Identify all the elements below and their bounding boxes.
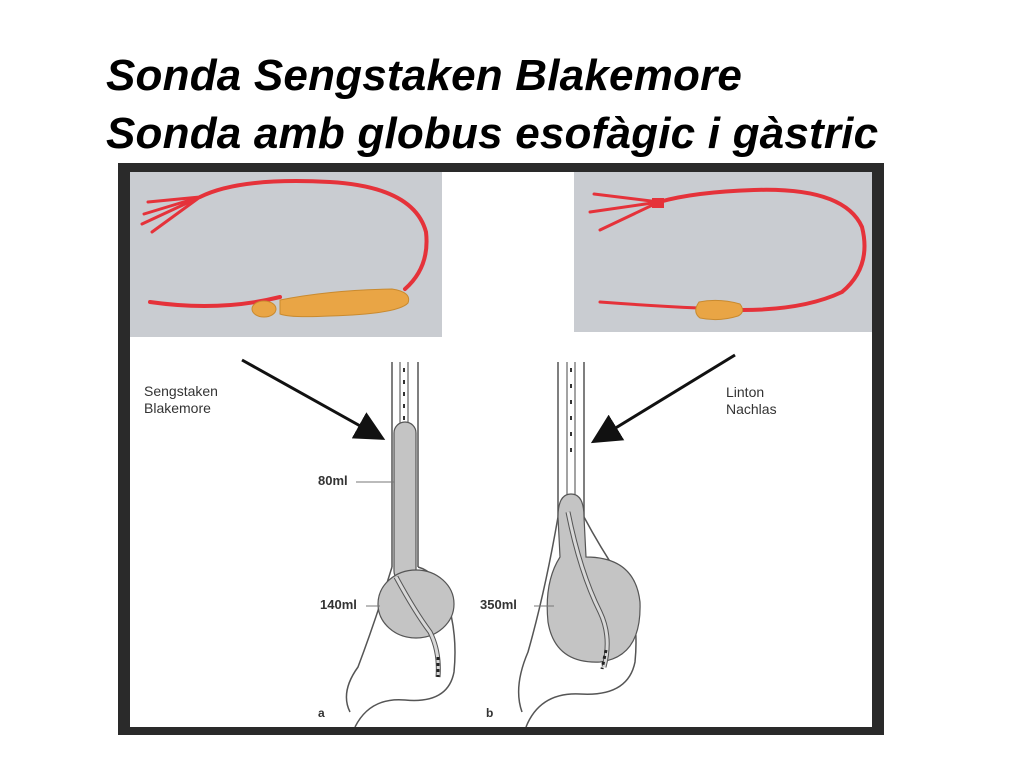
slide-title-line-1: Sonda Sengstaken Blakemore [106,51,743,100]
anatomy-diagram [241,353,736,727]
linton-nachlas-photo [574,172,872,332]
figure-frame: Sengstaken Blakemore Linton Nachlas 80ml… [118,163,884,735]
sengstaken-label: Sengstaken Blakemore [144,383,218,417]
arrow-left [241,358,386,440]
panel-label-a: a [318,706,325,720]
diagram-b [517,362,641,727]
sengstaken-tube [140,179,429,308]
linton-balloon [695,299,744,321]
sengstaken-blakemore-photo [130,172,442,337]
linton-tube-connector [652,198,664,208]
gastric-volume-label-a: 140ml [320,597,357,612]
linton-label: Linton Nachlas [726,384,777,418]
linton-tube-illustration [588,187,867,321]
figure-content: Sengstaken Blakemore Linton Nachlas 80ml… [130,172,872,727]
sengstaken-tube-illustration [140,179,429,318]
arrow-right [590,353,736,444]
gastric-balloon-a [377,569,455,639]
diagram-a [345,362,456,727]
esophageal-volume-label-a: 80ml [318,473,348,488]
slide-title-line-2: Sonda amb globus esofàgic i gàstric [106,109,879,158]
gastric-balloon-b [546,493,641,663]
sengstaken-label-line-1: Sengstaken [144,383,218,399]
esophageal-balloon-a [393,421,417,583]
sengstaken-label-line-2: Blakemore [144,400,211,416]
linton-label-line-1: Linton [726,384,765,400]
linton-label-line-2: Nachlas [726,401,777,417]
linton-tube [588,187,867,312]
gastric-volume-label-b: 350ml [480,597,517,612]
sengstaken-balloons [251,288,410,318]
panel-label-b: b [486,706,494,720]
